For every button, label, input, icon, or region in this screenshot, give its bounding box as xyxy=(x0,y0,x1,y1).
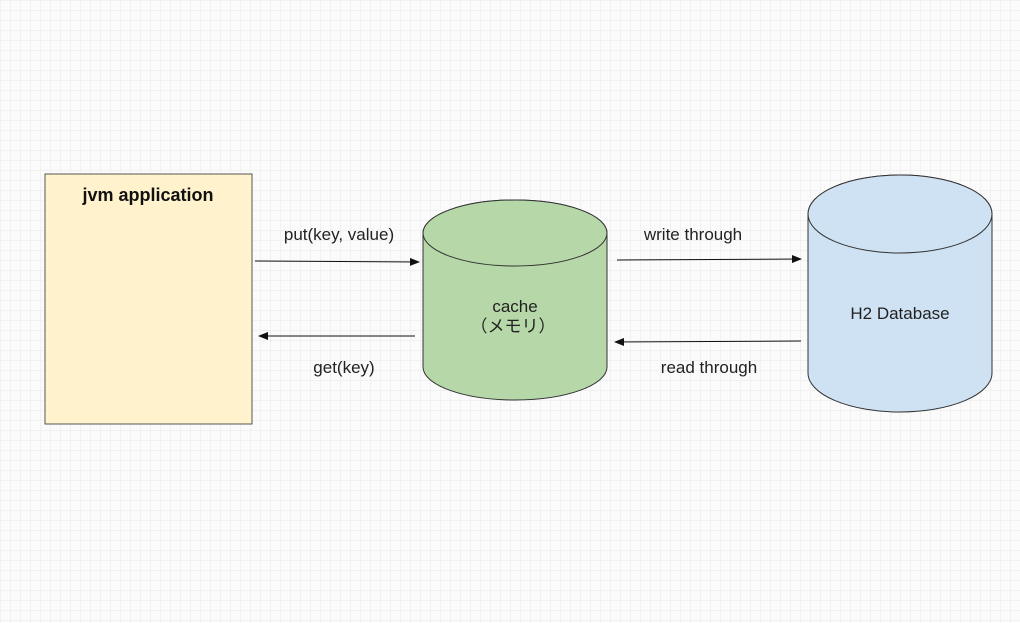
cache-label: cache xyxy=(492,297,537,316)
cache-node[interactable]: cache （メモリ） xyxy=(422,199,608,401)
write-through-edge[interactable]: write through xyxy=(616,225,802,264)
database-cylinder-top xyxy=(807,174,993,254)
read-through-edge[interactable]: read through xyxy=(614,337,802,377)
write-through-arrow xyxy=(616,255,802,264)
put-edge[interactable]: put(key, value) xyxy=(254,225,420,266)
get-label: get(key) xyxy=(313,358,374,377)
get-edge[interactable]: get(key) xyxy=(258,332,415,377)
cache-cylinder-top xyxy=(422,199,608,267)
put-label: put(key, value) xyxy=(284,225,394,244)
cache-sublabel: （メモリ） xyxy=(471,317,556,336)
write-through-label: write through xyxy=(643,225,742,244)
database-label: H2 Database xyxy=(850,304,949,323)
put-arrow xyxy=(254,257,420,266)
jvm-application-node[interactable]: jvm application xyxy=(44,173,253,425)
jvm-application-label: jvm application xyxy=(81,185,213,205)
read-through-arrow xyxy=(614,337,802,346)
jvm-application-box xyxy=(44,173,253,425)
h2-database-node[interactable]: H2 Database xyxy=(807,174,993,413)
read-through-label: read through xyxy=(661,358,757,377)
